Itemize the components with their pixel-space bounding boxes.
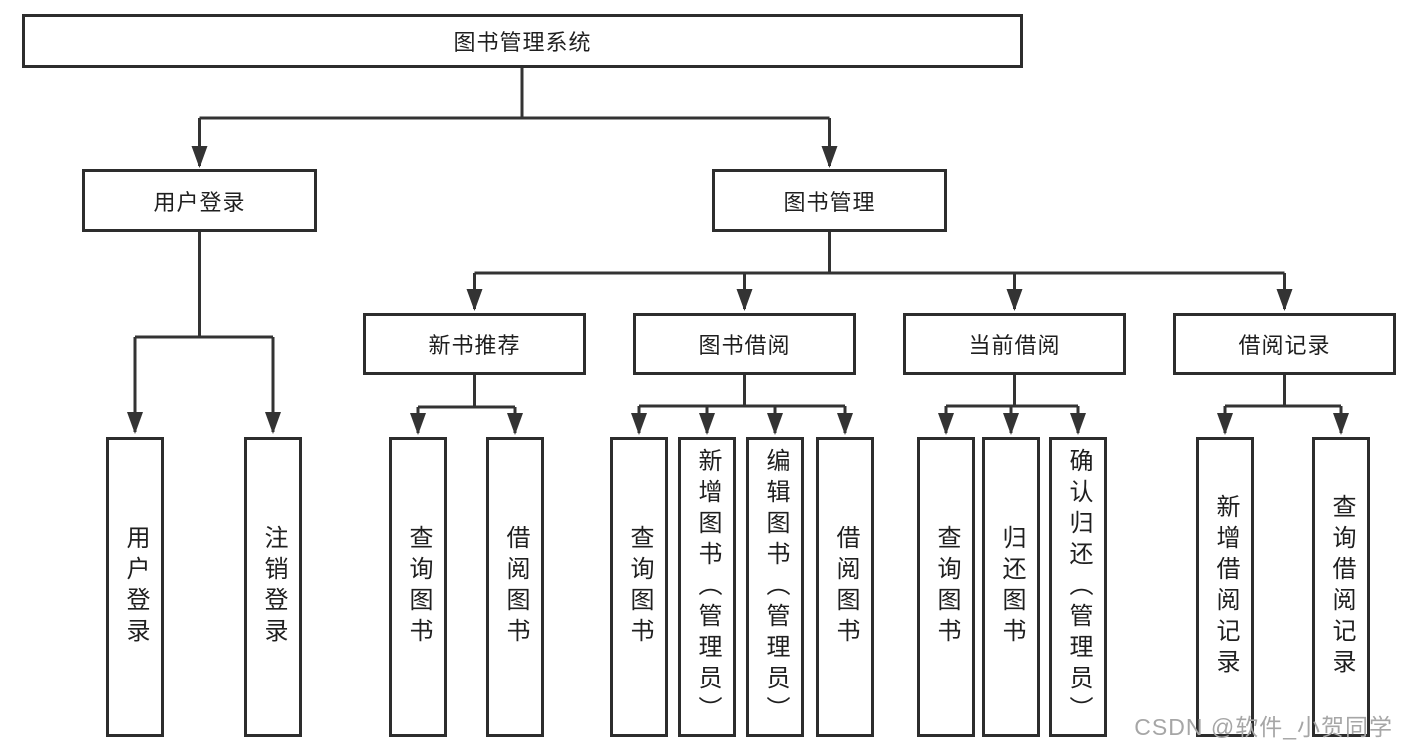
node-label: 确认归还（管理员） xyxy=(1065,447,1092,727)
node-label: 借阅图书 xyxy=(502,525,529,649)
node-borrowing-records: 借阅记录 xyxy=(1173,313,1396,375)
node-user-login-leaf: 用户登录 xyxy=(106,437,164,737)
node-query-books-current: 查询图书 xyxy=(917,437,975,737)
node-label: 注销登录 xyxy=(260,525,287,649)
node-logout: 注销登录 xyxy=(244,437,302,737)
node-edit-book-admin: 编辑图书（管理员） xyxy=(746,437,804,737)
node-query-books-recommend: 查询图书 xyxy=(389,437,447,737)
node-borrow-books-leaf: 借阅图书 xyxy=(816,437,874,737)
node-query-borrow-record: 查询借阅记录 xyxy=(1312,437,1370,737)
node-user-login: 用户登录 xyxy=(82,169,317,232)
node-library-management-system: 图书管理系统 xyxy=(22,14,1023,68)
node-confirm-return-admin: 确认归还（管理员） xyxy=(1049,437,1107,737)
node-label: 查询图书 xyxy=(626,525,653,649)
node-borrow-books-recommend: 借阅图书 xyxy=(486,437,544,737)
node-label: 新增借阅记录 xyxy=(1212,494,1239,680)
node-label: 图书管理 xyxy=(783,189,876,215)
node-add-book-admin: 新增图书（管理员） xyxy=(678,437,736,737)
node-label: 查询图书 xyxy=(405,525,432,649)
node-label: 借阅图书 xyxy=(832,525,859,649)
node-new-book-recommendation: 新书推荐 xyxy=(363,313,586,375)
node-label: 新增图书（管理员） xyxy=(694,447,721,727)
node-current-borrowing: 当前借阅 xyxy=(903,313,1126,375)
node-label: 归还图书 xyxy=(998,525,1025,649)
node-label: 新书推荐 xyxy=(428,333,521,358)
node-label: 查询图书 xyxy=(933,525,960,649)
node-add-borrow-record: 新增借阅记录 xyxy=(1196,437,1254,737)
node-label: 图书借阅 xyxy=(698,333,791,358)
node-label: 图书管理系统 xyxy=(453,30,592,55)
node-label: 借阅记录 xyxy=(1238,333,1331,358)
node-label: 用户登录 xyxy=(153,189,246,215)
node-label: 当前借阅 xyxy=(968,333,1061,358)
node-book-management: 图书管理 xyxy=(712,169,947,232)
node-query-books-borrow: 查询图书 xyxy=(610,437,668,737)
node-label: 用户登录 xyxy=(122,525,149,649)
node-label: 查询借阅记录 xyxy=(1328,494,1355,680)
node-book-borrowing: 图书借阅 xyxy=(633,313,856,375)
node-label: 编辑图书（管理员） xyxy=(762,447,789,727)
csdn-watermark: CSDN @软件_小贺同学 xyxy=(1134,714,1393,740)
node-return-books: 归还图书 xyxy=(982,437,1040,737)
